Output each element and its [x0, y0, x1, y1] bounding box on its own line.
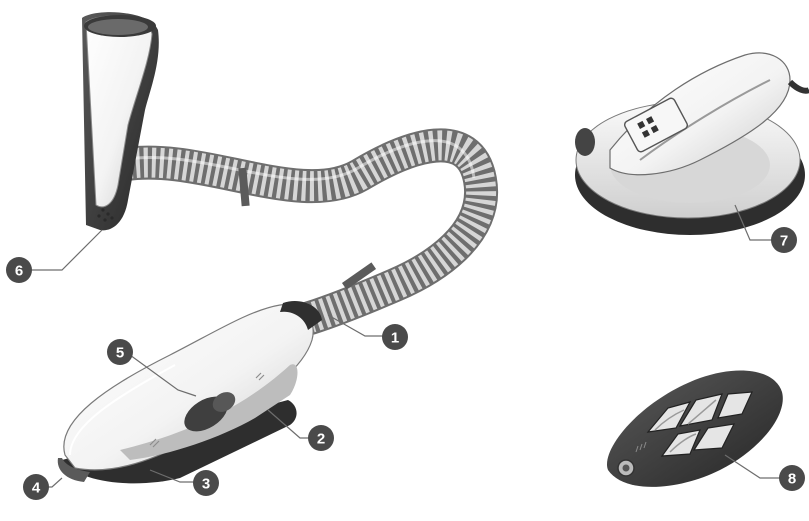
wall-mount: [82, 12, 159, 230]
handheld-vacuum: [58, 301, 322, 483]
callout-6-label: 6: [15, 263, 23, 280]
callout-1-label: 1: [391, 330, 399, 347]
flexible-hose: [120, 141, 481, 318]
callout-8: 8: [779, 465, 805, 491]
callout-2-label: 2: [317, 431, 325, 448]
filter-cartridge: [607, 370, 783, 486]
callout-8-label: 8: [788, 471, 796, 488]
callout-3-label: 3: [202, 476, 210, 493]
callout-3: 3: [193, 470, 219, 496]
callout-1: 1: [382, 324, 408, 350]
callout-2: 2: [308, 425, 334, 451]
callout-5-label: 5: [116, 345, 124, 362]
leader-4: [48, 478, 62, 487]
charging-base: [575, 53, 809, 235]
callout-7-label: 7: [780, 233, 788, 250]
callout-4: 4: [23, 474, 49, 500]
callout-4-label: 4: [32, 480, 41, 497]
leader-6: [30, 230, 102, 270]
callout-6: 6: [6, 257, 32, 283]
callout-5: 5: [107, 339, 133, 365]
callout-7: 7: [771, 227, 797, 253]
